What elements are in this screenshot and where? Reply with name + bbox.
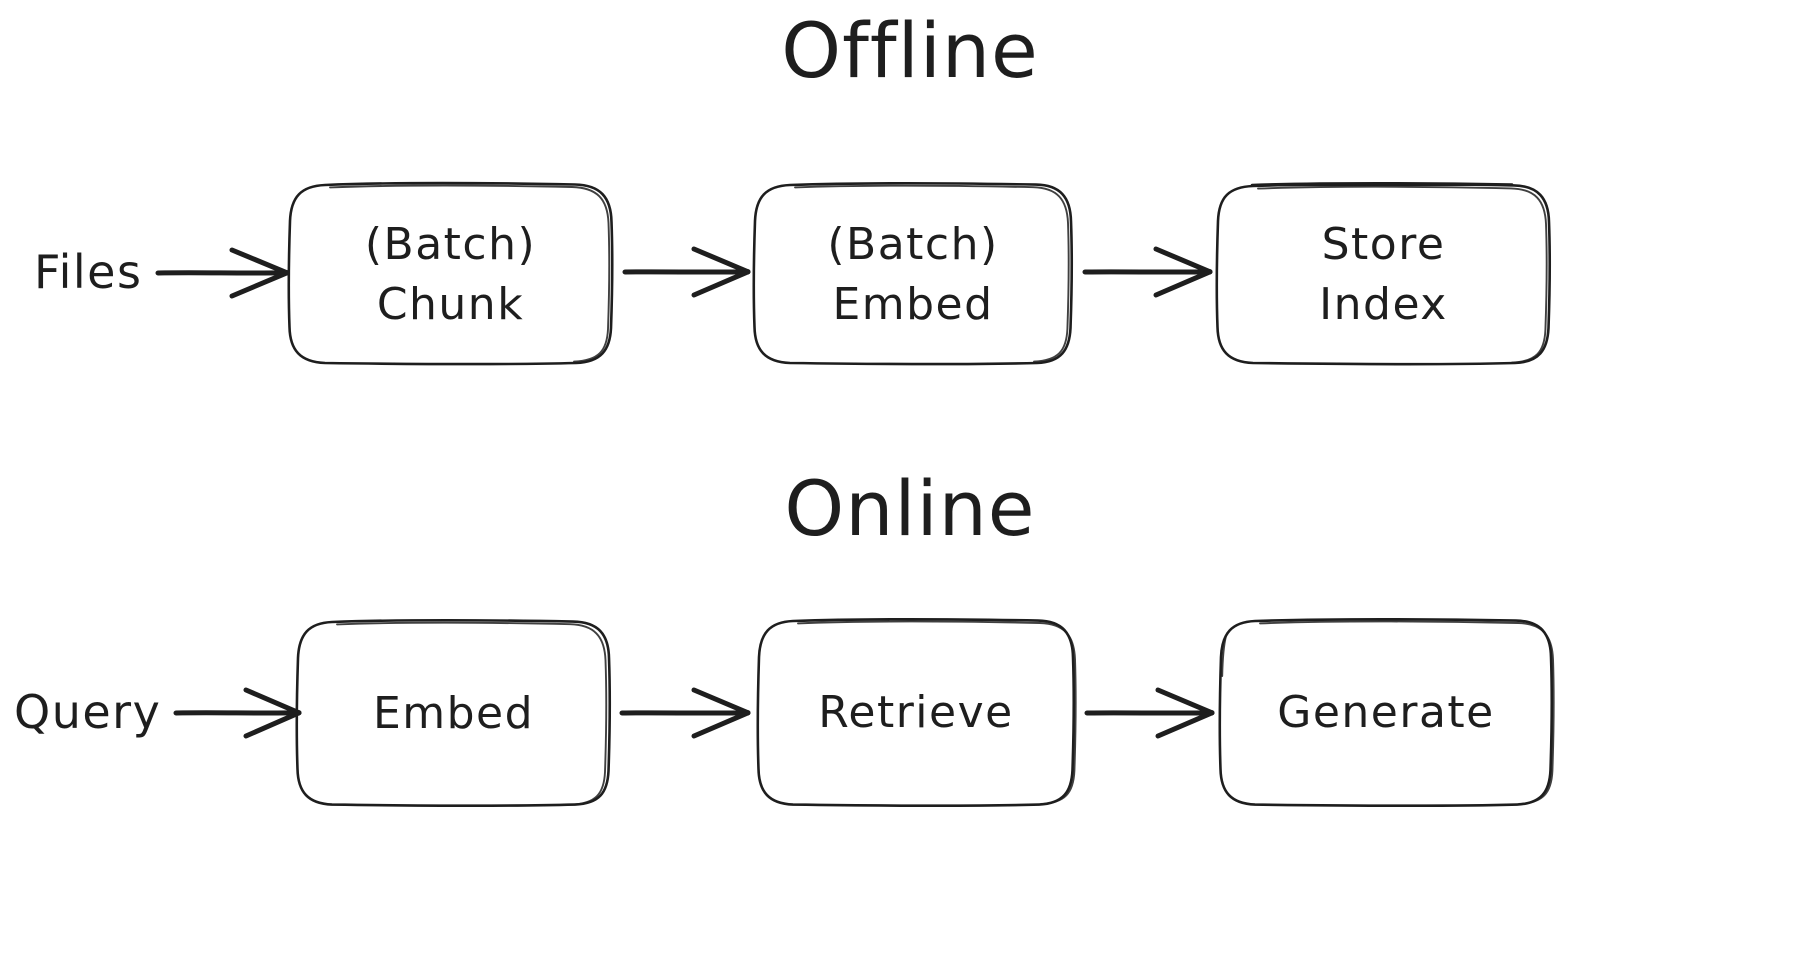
arrow-batch-chunk-to-batch-embed [622, 246, 751, 298]
node-box-retrieve[interactable] [756, 618, 1077, 808]
node-box-batch-embed[interactable] [752, 182, 1074, 366]
node-box-generate[interactable] [1218, 617, 1555, 808]
arrow-batch-embed-to-store-index [1082, 246, 1213, 298]
input-label-query: Query [14, 685, 162, 739]
arrow-embed-to-retrieve [619, 687, 751, 739]
node-box-store-index[interactable] [1215, 181, 1552, 366]
node-box-embed[interactable] [295, 619, 612, 808]
arrow-query-to-embed [173, 687, 302, 739]
arrow-retrieve-to-generate [1084, 687, 1215, 739]
section-title-offline: Offline [781, 6, 1039, 95]
input-label-files: Files [34, 245, 143, 299]
arrow-files-to-batch-chunk [155, 247, 290, 299]
section-title-online: Online [784, 464, 1036, 553]
node-box-batch-chunk[interactable] [287, 181, 614, 366]
